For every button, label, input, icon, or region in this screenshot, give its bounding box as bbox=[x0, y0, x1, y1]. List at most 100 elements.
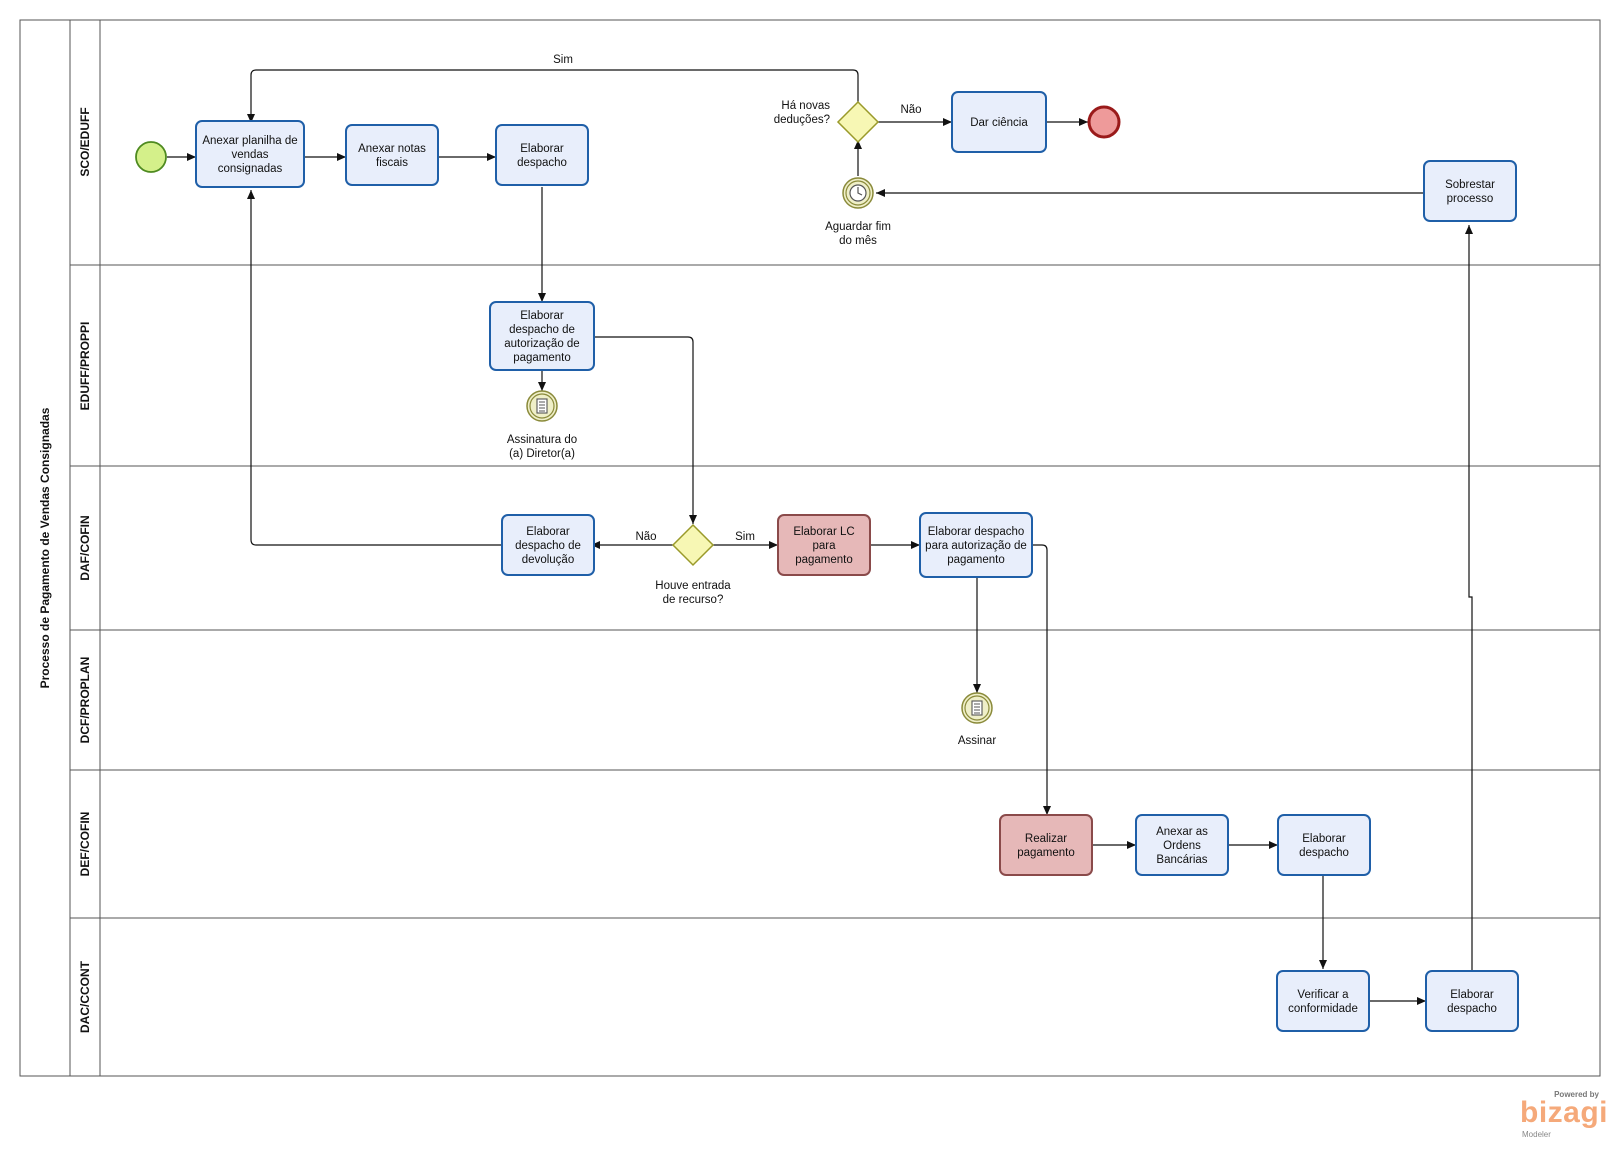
lane-label-dcf-proplan: DCF/PROPLAN bbox=[78, 657, 92, 744]
task-t7-line: devolução bbox=[522, 554, 574, 566]
task-box bbox=[919, 512, 1033, 578]
task-box bbox=[1425, 970, 1519, 1032]
task-box bbox=[501, 514, 595, 576]
task-t8-line: para bbox=[812, 540, 836, 552]
task-box bbox=[1277, 814, 1371, 876]
gateway-g2-label-line: Houve entrada bbox=[655, 580, 731, 592]
task-t2-line: fiscais bbox=[376, 157, 408, 169]
task-t7-line: despacho de bbox=[515, 540, 581, 552]
flow-gateway-deducoes-sim bbox=[247, 69, 859, 123]
task-t2-line: Anexar notas bbox=[358, 143, 426, 155]
modeler-text: Modeler bbox=[1522, 1130, 1551, 1139]
lane-label-def-cofin: DEF/COFIN bbox=[78, 812, 92, 877]
task-t12-line: Elaborar bbox=[1302, 833, 1346, 845]
lane-label-daf-cofin: DAF/COFIN bbox=[78, 515, 92, 580]
task-t10-line: Realizar bbox=[1025, 833, 1067, 845]
flow-label-nao-recurso: Não bbox=[635, 531, 656, 543]
intermediate-event-inner bbox=[964, 695, 990, 721]
bizagi-branding: Powered by bizagi Modeler bbox=[1500, 1090, 1609, 1140]
task-t5-line: Sobrestar bbox=[1445, 179, 1495, 191]
task-t1-line: consignadas bbox=[218, 163, 283, 175]
gateway-diamond bbox=[836, 100, 880, 144]
event-sig1-label-line: Assinatura do bbox=[507, 434, 577, 446]
task-box bbox=[489, 301, 595, 371]
task-t6-line: Elaborar bbox=[520, 310, 564, 322]
task-t11-line: Anexar as bbox=[1156, 826, 1208, 838]
document-icon bbox=[536, 398, 548, 414]
flow-label-sim-recurso: Sim bbox=[735, 531, 755, 543]
task-t9-line: Elaborar despacho bbox=[928, 526, 1025, 538]
task-t3-line: despacho bbox=[517, 157, 567, 169]
event-sig2-label-line: Assinar bbox=[958, 735, 997, 747]
end-event-circle bbox=[1087, 105, 1121, 139]
task-t9[interactable]: Elaborar despacho para autorização de paga… bbox=[919, 512, 1033, 578]
flow-autorizacao-to-gateway-recurso bbox=[594, 336, 697, 524]
task-t2[interactable]: Anexar notas fiscais bbox=[345, 124, 439, 186]
task-box bbox=[195, 120, 305, 188]
lane-labels: SCO/EDUFF EDUFF/PROPPI DAF/COFIN DCF/PRO… bbox=[78, 107, 92, 1033]
gateway-diamond bbox=[671, 523, 715, 567]
event-sig1[interactable]: Assinatura do (a) Diretor(a) bbox=[507, 390, 577, 460]
event-start[interactable] bbox=[135, 141, 167, 173]
task-t7[interactable]: Elaborar despacho de devolução bbox=[501, 514, 595, 576]
start-event-circle bbox=[135, 141, 167, 173]
powered-by-text: Powered by bbox=[1554, 1090, 1599, 1099]
task-t6-line: despacho de bbox=[509, 324, 575, 336]
task-box bbox=[1423, 160, 1517, 222]
event-end[interactable] bbox=[1087, 105, 1121, 139]
clock-icon bbox=[849, 184, 867, 202]
gateway-g1-label-line: Há novas bbox=[781, 100, 830, 112]
gateway-g1-label-line: deduções? bbox=[774, 114, 830, 126]
flow-devolucao-to-planilha bbox=[247, 190, 502, 546]
task-box bbox=[999, 814, 1093, 876]
task-t5[interactable]: Sobrestar processo bbox=[1423, 160, 1517, 222]
event-sig1-label-line: (a) Diretor(a) bbox=[509, 448, 575, 460]
task-box bbox=[495, 124, 589, 186]
event-sig2[interactable]: Assinar bbox=[958, 692, 997, 747]
task-t13-line: conformidade bbox=[1288, 1003, 1358, 1015]
task-t7-line: Elaborar bbox=[526, 526, 570, 538]
task-t4-line: Dar ciência bbox=[970, 117, 1028, 129]
intermediate-event-inner bbox=[845, 180, 871, 206]
lane-label-eduff-proppi: EDUFF/PROPPI bbox=[78, 322, 92, 411]
task-box bbox=[1135, 814, 1229, 876]
lane-label-dac-ccont: DAC/CCONT bbox=[78, 960, 92, 1033]
event-timer-label-line: Aguardar fim bbox=[825, 221, 891, 233]
flow-label-sim-deducoes: Sim bbox=[553, 54, 573, 66]
task-t9-line: pagamento bbox=[947, 554, 1005, 566]
task-t8-line: pagamento bbox=[795, 554, 853, 566]
bizagi-logo: bizagi bbox=[1520, 1096, 1609, 1129]
tasks: Anexar planilha devendasconsignadasAnexa… bbox=[195, 91, 1519, 1032]
flow-autorizacao-pagamento-to-realizar bbox=[1032, 544, 1051, 815]
lane-label-sco-eduff: SCO/EDUFF bbox=[78, 107, 92, 176]
task-t6-line: pagamento bbox=[513, 352, 571, 364]
intermediate-event-inner bbox=[529, 393, 555, 419]
task-box bbox=[1276, 970, 1370, 1032]
task-box bbox=[951, 91, 1047, 153]
pool-title: Processo de Pagamento de Vendas Consigna… bbox=[38, 407, 52, 688]
task-t14-line: Elaborar bbox=[1450, 989, 1494, 1001]
task-t14[interactable]: Elaborar despacho bbox=[1425, 970, 1519, 1032]
flow-despacho-to-sobrestar bbox=[1465, 225, 1473, 971]
gateway-g1[interactable]: Há novas deduções? bbox=[774, 100, 880, 144]
task-t5-line: processo bbox=[1447, 193, 1494, 205]
task-t14-line: despacho bbox=[1447, 1003, 1497, 1015]
task-t9-line: para autorização de bbox=[925, 540, 1027, 552]
task-t11-line: Bancárias bbox=[1156, 854, 1207, 866]
flow-label-nao-deducoes: Não bbox=[900, 104, 921, 116]
task-box bbox=[345, 124, 439, 186]
sequence-flows bbox=[167, 69, 1473, 1005]
task-t4[interactable]: Dar ciência bbox=[951, 91, 1047, 153]
